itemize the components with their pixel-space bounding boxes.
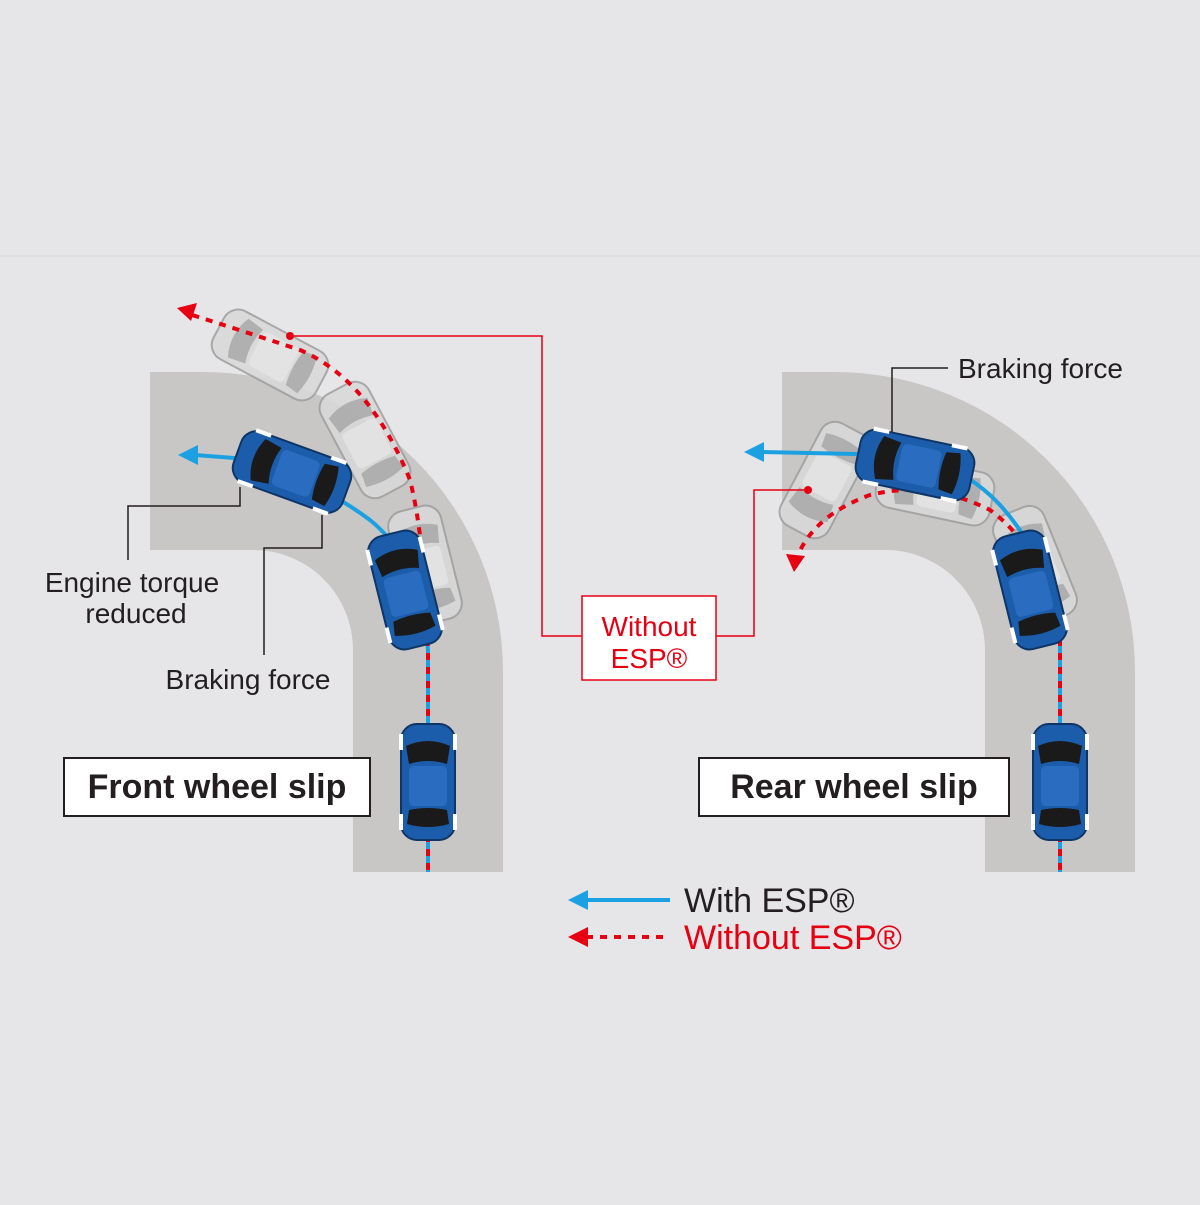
- car-with-esp: [398, 723, 458, 841]
- rear-title-box: [698, 757, 1010, 817]
- legend-without-esp-arrow: [568, 927, 588, 947]
- without-esp-arrowhead: [177, 303, 197, 321]
- rear-title: Rear wheel slip: [730, 768, 978, 806]
- callout-line1: Without: [602, 611, 697, 642]
- callout-leader-left: [290, 335, 582, 637]
- callout-leader-right: [716, 489, 808, 637]
- legend-with-esp-arrow: [568, 890, 588, 910]
- callout-box: [581, 595, 717, 681]
- front-title-box: [63, 757, 371, 817]
- legend-with-esp: With ESP®: [684, 882, 855, 920]
- with-esp-arrowhead: [178, 445, 198, 465]
- without-esp-arrowhead: [786, 554, 805, 572]
- braking-force-leader: [263, 515, 323, 655]
- with-esp-arrowhead: [744, 442, 764, 462]
- car-with-esp: [1030, 723, 1090, 841]
- rear-braking-leader: [891, 367, 948, 432]
- engine-torque-label-2: reduced: [85, 598, 186, 629]
- legend: With ESP® Without ESP®: [568, 882, 902, 957]
- without-esp-callout: Without ESP®: [286, 332, 812, 681]
- rear-braking-force-label: Braking force: [958, 353, 1123, 384]
- legend-without-esp: Without ESP®: [684, 919, 902, 957]
- braking-force-label: Braking force: [166, 664, 331, 695]
- rear-panel: Braking force Rear wheel slip: [698, 353, 1135, 872]
- engine-torque-leader: [127, 487, 241, 560]
- top-band: [0, 0, 1200, 256]
- engine-torque-label: Engine torque: [45, 567, 219, 598]
- front-panel: Engine torque reduced Braking force Fron…: [45, 302, 503, 872]
- callout-line2: ESP®: [611, 643, 688, 674]
- front-title: Front wheel slip: [88, 768, 347, 806]
